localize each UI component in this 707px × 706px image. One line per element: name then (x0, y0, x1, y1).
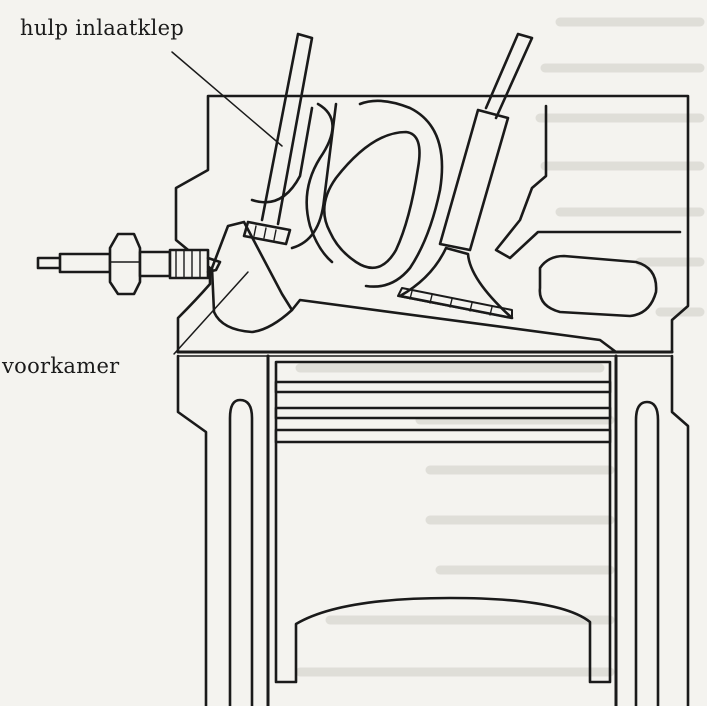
water-jacket-left (305, 102, 334, 264)
valve-seat-hatch-2 (429, 294, 433, 304)
aux-seat-hatch-2 (263, 227, 267, 239)
main-valve-stem (484, 32, 534, 120)
aux-seat-hatch-1 (253, 225, 257, 237)
valve-seat-hatch-1 (409, 290, 413, 300)
leader-line-prechamber (173, 271, 249, 355)
head-cavity-right (538, 254, 658, 318)
leader-line-aux-valve (171, 51, 283, 147)
aux-valve-head (242, 220, 292, 246)
piston-ring-2 (274, 406, 612, 420)
aux-seat-hatch-3 (273, 229, 277, 241)
prechamber-passage-2 (290, 102, 338, 250)
valve-seat-hatch-4 (469, 302, 473, 312)
label-auxiliary-intake-valve: hulp inlaatklep (20, 16, 185, 40)
cylinder-head-outline (174, 94, 690, 354)
aux-valve-stem (260, 32, 314, 226)
piston (274, 360, 612, 684)
combustion-chamber-roof (290, 298, 618, 354)
piston-ring-1 (274, 380, 612, 394)
water-jacket-right (358, 99, 444, 288)
cylinder-block-left-wall (176, 354, 208, 706)
head-coolant-pocket-right (494, 104, 682, 260)
coolant-passage-right (634, 400, 660, 706)
coolant-passage-left (228, 398, 254, 706)
main-valve-seat (397, 287, 513, 319)
bleed-through-texture (295, 17, 705, 677)
piston-ring-3 (274, 428, 612, 444)
main-valve-guide (438, 108, 510, 252)
valve-seat-hatch-3 (449, 298, 453, 308)
intake-port-cavity (322, 130, 421, 270)
glow-plug (36, 232, 222, 296)
label-prechamber: voorkamer (2, 354, 120, 378)
prechamber-housing (210, 220, 294, 334)
cylinder-block-right-wall (670, 354, 690, 706)
prechamber-passage (250, 106, 314, 204)
valve-seat-hatch-5 (489, 306, 493, 316)
